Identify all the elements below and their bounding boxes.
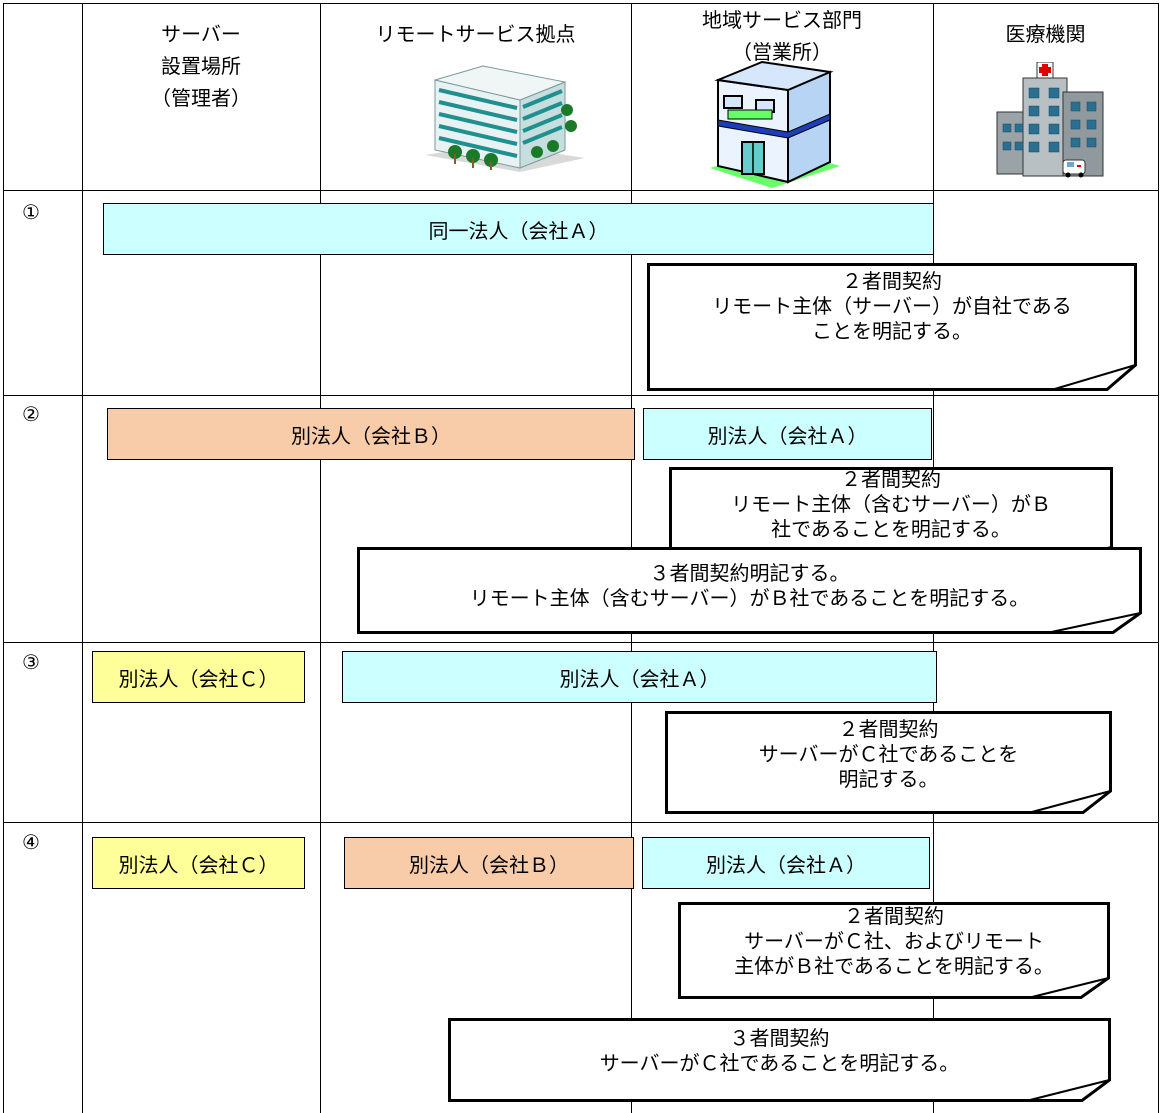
note-line: サーバーがＣ社であることを明記する。 <box>599 1051 960 1075</box>
header-medical-institution: 医療機関 <box>1005 22 1086 46</box>
entity-company-b: 別法人（会社Ｂ） <box>107 408 635 460</box>
header-remote-base: リモートサービス拠点 <box>375 22 576 46</box>
note-text: ２者間契約 リモート主体（サーバー）が自社である ことを明記する。 <box>655 269 1129 344</box>
note-line: リモート主体（含むサーバー）がＢ <box>731 492 1051 516</box>
table-top-border <box>3 3 1158 4</box>
row2-bottom-border <box>3 642 1158 643</box>
note-line: 明記する。 <box>838 767 939 791</box>
row1-bottom-border <box>3 395 1158 396</box>
row-number-1: ① <box>22 200 40 224</box>
note-frame <box>448 1018 1111 1102</box>
note-line: リモート主体（含むサーバー）がＢ社であることを明記する。 <box>469 586 1030 610</box>
header-regional-line-1: 地域サービス部門 <box>702 8 862 32</box>
branch-office-icon <box>710 60 840 188</box>
note-line: ２者間契約 <box>844 904 944 928</box>
entity-company-a: 別法人（会社Ａ） <box>342 651 937 703</box>
header-regional-line-2: （営業所） <box>732 40 832 64</box>
header-bottom-border <box>3 190 1158 191</box>
note-line: サーバーがＣ社であることを <box>758 742 1019 766</box>
contract-note-row1: ２者間契約 リモート主体（サーバー）が自社である ことを明記する。 <box>647 263 1137 391</box>
entity-company-c: 別法人（会社Ｃ） <box>92 837 305 889</box>
contract-note-row2-two-party: ２者間契約 リモート主体（含むサーバー）がＢ 社であることを明記する。 <box>669 467 1113 568</box>
row3-bottom-border <box>3 822 1158 823</box>
contract-note-row3: ２者間契約 サーバーがＣ社であることを 明記する。 <box>665 711 1112 814</box>
col-divider-remote <box>320 3 321 1113</box>
note-line: 主体がＢ社であることを明記する。 <box>734 954 1054 978</box>
contract-note-row2-three-party: ３者間契約明記する。 リモート主体（含むサーバー）がＢ社であることを明記する。 <box>357 547 1142 634</box>
entity-company-a: 別法人（会社Ａ） <box>643 408 932 460</box>
entity-company-b: 別法人（会社Ｂ） <box>344 837 634 889</box>
office-building-icon <box>425 65 585 172</box>
note-line: ３者間契約明記する。 <box>649 561 850 585</box>
note-frame <box>665 711 1112 814</box>
table-left-border <box>3 3 4 1113</box>
header-server-line-2: 設置場所 <box>161 54 241 78</box>
note-line: ２者間契約 <box>842 269 942 293</box>
row-number-2: ② <box>22 402 40 426</box>
contract-note-row4-two-party: ２者間契約 サーバーがＣ社、およびリモート 主体がＢ社であることを明記する。 <box>678 902 1110 999</box>
note-text: ２者間契約 サーバーがＣ社、およびリモート 主体がＢ社であることを明記する。 <box>686 904 1102 979</box>
note-line: ２者間契約 <box>838 717 939 741</box>
row-number-3: ③ <box>22 650 40 674</box>
note-line: ２者間契約 <box>841 467 941 491</box>
contract-note-row4-three-party: ３者間契約 サーバーがＣ社であることを明記する。 <box>448 1018 1111 1102</box>
row-number-4: ④ <box>22 830 40 854</box>
note-frame <box>678 902 1110 999</box>
entity-same-company-a: 同一法人（会社Ａ） <box>103 203 934 255</box>
hospital-icon <box>996 62 1104 178</box>
note-line: ことを明記する。 <box>812 319 972 343</box>
note-frame <box>357 547 1142 634</box>
note-line: 社であることを明記する。 <box>771 517 1011 541</box>
note-text: ２者間契約 リモート主体（含むサーバー）がＢ 社であることを明記する。 <box>677 467 1105 542</box>
note-frame <box>647 263 1137 391</box>
header-server-location: サーバー 設置場所 （管理者） <box>82 18 320 114</box>
entity-company-c: 別法人（会社Ｃ） <box>92 651 305 703</box>
note-line: ３者間契約 <box>729 1026 830 1050</box>
note-line: リモート主体（サーバー）が自社である <box>712 294 1072 318</box>
header-regional-dept: 地域サービス部門 （営業所） <box>631 4 933 68</box>
note-text: ３者間契約 サーバーがＣ社であることを明記する。 <box>456 1026 1103 1076</box>
table-right-border <box>1158 3 1159 1113</box>
col-divider-server <box>82 3 83 1113</box>
note-text: ３者間契約明記する。 リモート主体（含むサーバー）がＢ社であることを明記する。 <box>365 561 1134 611</box>
note-text: ２者間契約 サーバーがＣ社であることを 明記する。 <box>673 717 1104 792</box>
entity-company-a: 別法人（会社Ａ） <box>642 837 930 889</box>
header-server-line-1: サーバー <box>161 22 241 46</box>
note-line: サーバーがＣ社、およびリモート <box>744 929 1044 953</box>
header-server-line-3: （管理者） <box>151 86 251 110</box>
